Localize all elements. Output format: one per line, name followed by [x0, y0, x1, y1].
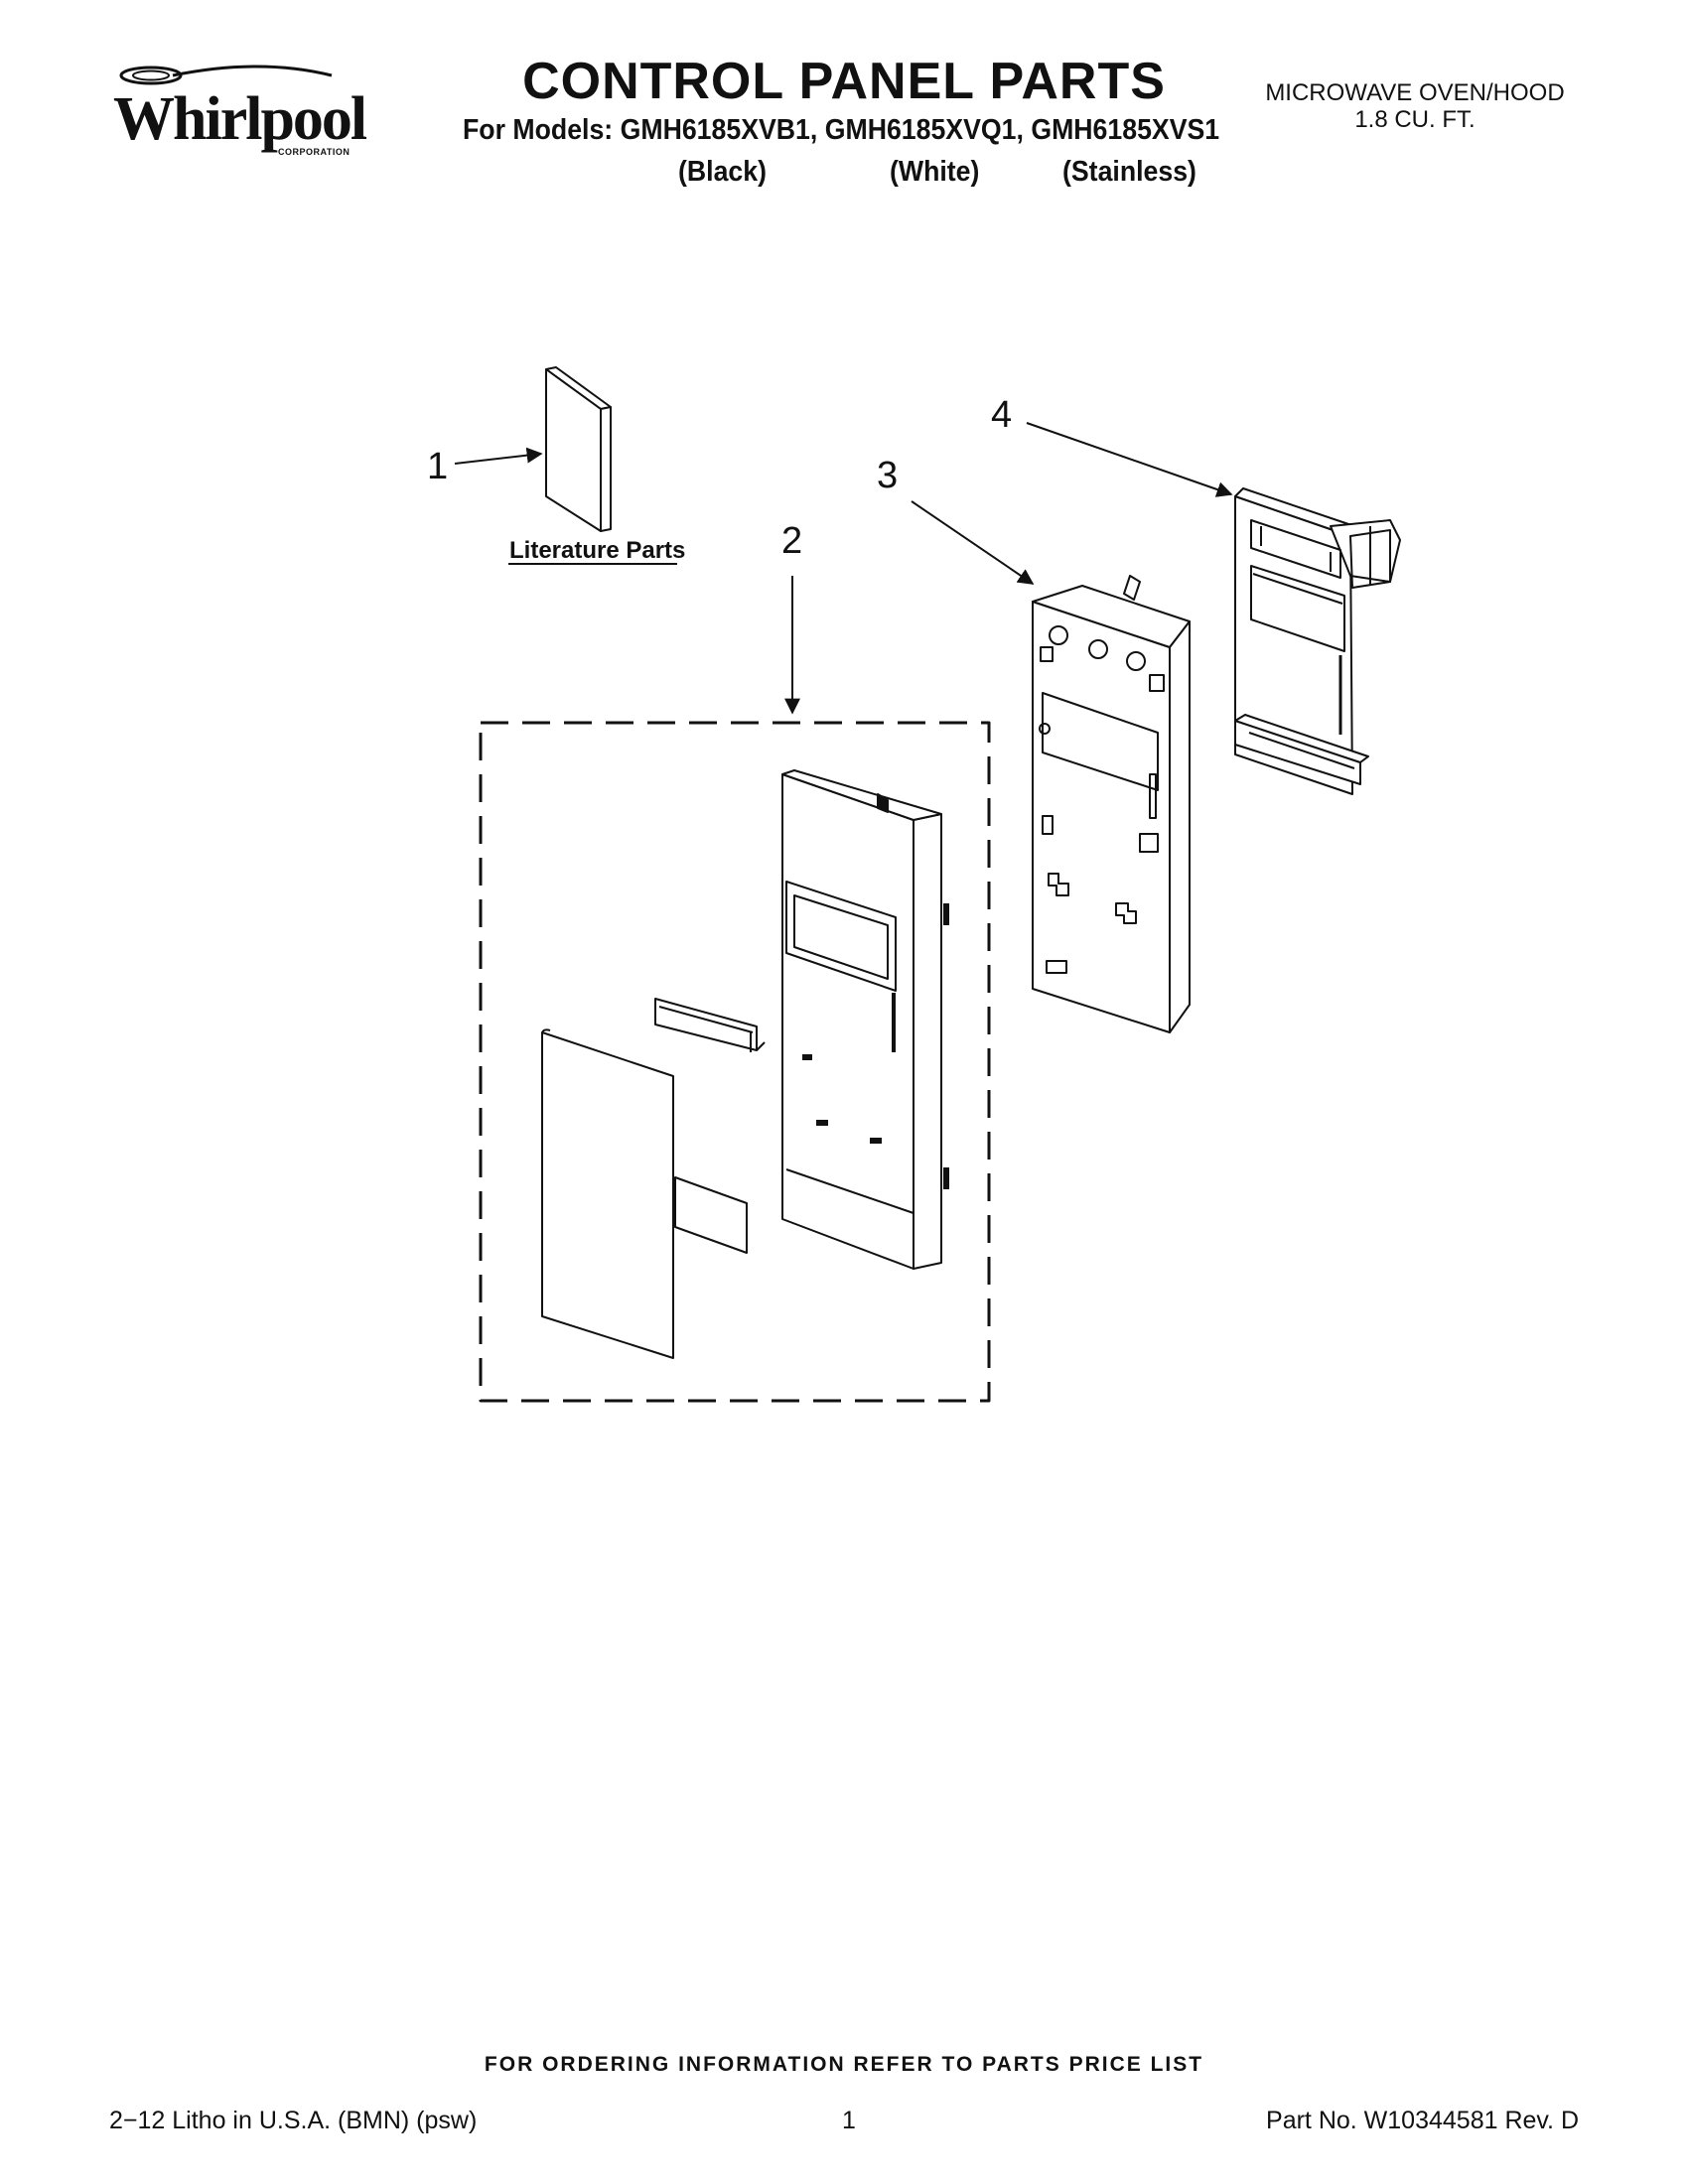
callout-4-leader [1026, 422, 1233, 497]
brand-sub: CORPORATION [278, 147, 350, 157]
litho-line: 2−12 Litho in U.S.A. (BMN) (psw) [109, 2107, 478, 2134]
part-number: Part No. W10344581 Rev. D [1266, 2107, 1579, 2134]
callout-3-leader [911, 500, 1035, 585]
literature-parts-label: Literature Parts [509, 537, 685, 564]
callout-3: 3 [877, 455, 898, 496]
electronic-control-board [1234, 487, 1401, 795]
display-window [654, 998, 766, 1052]
callout-1-leader [454, 447, 543, 465]
assembly-dashed-box [479, 721, 991, 1403]
product-line-2: 1.8 CU. FT. [1354, 106, 1476, 133]
touchpad-tail [674, 1176, 748, 1254]
color-stainless: (Stainless) [1062, 156, 1196, 188]
ordering-note: FOR ORDERING INFORMATION REFER TO PARTS … [484, 2053, 1204, 2076]
product-line-1: MICROWAVE OVEN/HOOD [1265, 79, 1565, 106]
callout-2: 2 [781, 520, 802, 562]
page-number: 1 [842, 2107, 856, 2134]
color-white: (White) [890, 156, 980, 188]
color-black: (Black) [678, 156, 767, 188]
membrane-touchpad [541, 1028, 674, 1359]
whirlpool-logo: Whirlpool CORPORATION [113, 65, 369, 157]
brand-wordmark: Whirlpool [113, 85, 367, 153]
product-type: MICROWAVE OVEN/HOOD 1.8 CU. FT. [1241, 79, 1589, 133]
literature-booklet [545, 366, 612, 532]
models-line: For Models: GMH6185XVB1, GMH6185XVQ1, GM… [463, 114, 1220, 146]
callout-1: 1 [427, 446, 448, 487]
page-title: CONTROL PANEL PARTS [522, 53, 1166, 110]
callout-4: 4 [991, 394, 1012, 436]
control-panel-frame [781, 769, 949, 1270]
control-panel-bracket [1032, 575, 1191, 1033]
